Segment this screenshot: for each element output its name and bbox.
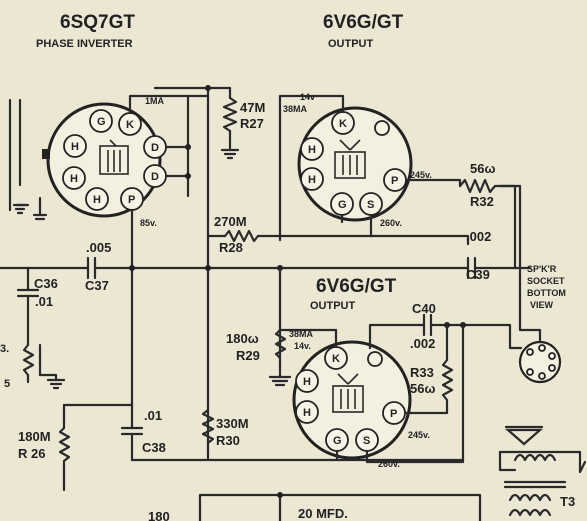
t3-ref: T3: [560, 494, 575, 509]
c38-ref: C38: [142, 440, 166, 455]
v1-pin-p: P: [128, 194, 135, 206]
v1-type-label: 6SQ7GT: [60, 12, 135, 33]
v1-plate-voltage-label: 85v.: [140, 218, 157, 228]
c40-capacitor: [368, 313, 477, 337]
bottom-cut-text: 180: [148, 509, 170, 521]
left-edge-text-a: 3.: [0, 343, 9, 355]
c36-value: .01: [35, 294, 53, 309]
v3-pin-h1: H: [303, 376, 311, 388]
r26-value: 180M: [18, 429, 51, 444]
c37-ref: C37: [85, 278, 109, 293]
v2-pin-k: K: [339, 118, 347, 130]
c40-value: .002: [410, 336, 435, 351]
v1-pin-g: G: [97, 116, 106, 128]
v2-plate-voltage: 245v.: [410, 170, 432, 180]
filter-capacitor-value: 20 MFD.: [298, 506, 348, 521]
c39-ref: C39: [466, 267, 490, 282]
r29-value: 180ω: [226, 331, 259, 346]
v1-pin-d2: D: [151, 171, 159, 183]
v1-tube-socket: [42, 102, 167, 218]
v3-cathode-voltage: 14v.: [294, 341, 311, 351]
v3-screen-voltage: 260v.: [378, 459, 400, 469]
r33-value: 56ω: [410, 381, 435, 396]
v2-pin-p: P: [391, 175, 398, 187]
speaker-socket-line3: BOTTOM: [527, 288, 566, 298]
speaker-socket-line2: SOCKET: [527, 276, 565, 286]
v3-tube-socket: [292, 340, 412, 460]
v2-pin-g: G: [338, 199, 347, 211]
v1-pin-k: K: [126, 119, 134, 131]
v3-wiring: [268, 266, 465, 464]
c37-value: .005: [86, 240, 111, 255]
v3-pin-h2: H: [303, 407, 311, 419]
r32-resistor: [458, 178, 502, 194]
speaker-socket-line4: VIEW: [530, 300, 554, 310]
left-edge-wiring: [8, 98, 48, 221]
c36-capacitor: [16, 266, 66, 390]
r33-resistor: [441, 358, 454, 407]
v1-function-label: PHASE INVERTER: [36, 38, 133, 50]
r28-resistor: [206, 229, 374, 243]
r27-ref: R27: [240, 116, 264, 131]
v1-wiring: [128, 85, 232, 462]
v3-current: 38MA: [289, 329, 314, 339]
v2-screen-voltage: 260v.: [380, 218, 402, 228]
c38-capacitor: [62, 403, 144, 462]
v3-pin-s: S: [363, 435, 370, 447]
v1-pin-h1: H: [71, 141, 79, 153]
t3-transformer: [498, 425, 587, 517]
v3-pin-g: G: [333, 435, 342, 447]
r30-value: 330M: [216, 416, 249, 431]
speaker-socket-line1: SP'K'R: [527, 264, 557, 274]
coupling-bus: [0, 238, 532, 280]
filter-section: [198, 492, 482, 521]
c36-ref: C36: [34, 276, 58, 291]
c38-value: .01: [144, 408, 162, 423]
left-edge-text-b: 5: [4, 378, 10, 390]
v3-plate-voltage: 245v.: [408, 430, 430, 440]
v2-pin-h1: H: [308, 144, 316, 156]
v2-current: 38MA: [283, 104, 308, 114]
v1-pin-h3: H: [93, 194, 101, 206]
v1-current-label: 1MA: [145, 96, 165, 106]
r32-ref: R32: [470, 194, 494, 209]
r29-resistor: [274, 328, 287, 360]
r30-resistor: [130, 408, 465, 462]
r32-value: 56ω: [470, 161, 495, 176]
r28-value: 270M: [214, 214, 247, 229]
v2-pin-s: S: [367, 199, 374, 211]
v2-function-label: OUTPUT: [328, 38, 374, 50]
v2-pin-h2: H: [308, 174, 316, 186]
c39-value: .002: [466, 229, 491, 244]
r30-ref: R30: [216, 433, 240, 448]
v1-pin-h2: H: [70, 173, 78, 185]
v2-tube-socket: [297, 106, 413, 222]
c40-ref: C40: [412, 301, 436, 316]
v3-pin-p: P: [390, 408, 397, 420]
speaker-socket-symbol: [473, 184, 562, 384]
v2-type-label: 6V6G/GT: [323, 12, 404, 33]
r26-ref: R 26: [18, 446, 45, 461]
v1-pin-d1: D: [151, 142, 159, 154]
r27-value: 47M: [240, 100, 265, 115]
r27-resistor: [220, 86, 240, 160]
v3-pin-k: K: [332, 353, 340, 365]
v3-type-label: 6V6G/GT: [316, 276, 397, 297]
r33-ref: R33: [410, 365, 434, 380]
r28-ref: R28: [219, 240, 243, 255]
v3-function-label: OUTPUT: [310, 300, 356, 312]
r29-ref: R29: [236, 348, 260, 363]
r26-resistor: [58, 426, 71, 492]
